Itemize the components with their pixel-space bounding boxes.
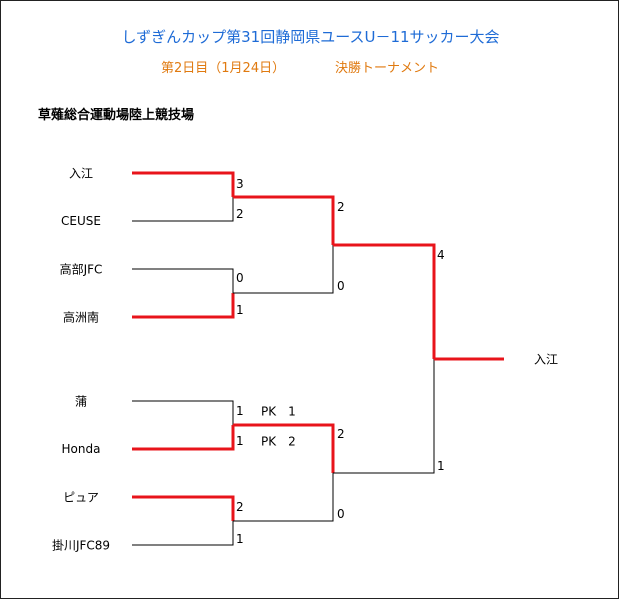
score-label: 2 — [337, 200, 345, 214]
score-label: 3 — [236, 177, 244, 191]
bracket-line-team-3 — [132, 268, 234, 293]
score-label: 0 — [236, 271, 244, 285]
team-name: CEUSE — [61, 214, 101, 228]
team-name: 掛川JFC89 — [51, 538, 111, 553]
bracket-line-semi-3 — [233, 423, 335, 473]
bracket-line-team-4 — [132, 293, 235, 319]
tournament-title: しずぎんカップ第31回静岡県ユースU－11サッカー大会 — [121, 28, 500, 46]
venue-name: 草薙総合運動場陸上競技場 — [38, 108, 195, 123]
bracket-line-team-8 — [132, 521, 234, 546]
team-name: Honda — [61, 442, 101, 456]
bracket-line-team-5 — [132, 400, 234, 425]
bracket-line-final-2 — [333, 359, 435, 474]
tournament-subtitle: 第2日目（1月24日） — [161, 61, 286, 76]
bracket-line-semi-4 — [233, 473, 334, 522]
bracket-line-final-1 — [333, 243, 436, 359]
score-label: 2 — [337, 427, 345, 441]
pk-label: PK 1 — [261, 404, 296, 419]
score-label: 0 — [337, 279, 345, 293]
bracket-line-team-7 — [132, 495, 235, 521]
score-label: 1 — [236, 532, 244, 546]
score-label: 1 — [236, 303, 244, 317]
bracket-line-team-1 — [132, 171, 235, 197]
score-label: 0 — [337, 507, 345, 521]
bracket-line-team-6 — [132, 425, 235, 451]
score-label: 1 — [236, 404, 244, 418]
bracket-line-semi-2 — [233, 245, 334, 294]
score-label: 1 — [437, 459, 445, 473]
champion-name: 入江 — [534, 352, 559, 367]
score-label: 2 — [236, 207, 244, 221]
bracket-line-semi-1 — [233, 195, 335, 245]
score-label: 1 — [236, 434, 244, 448]
bracket-line-team-2 — [132, 197, 234, 222]
team-name: 入江 — [68, 166, 93, 181]
tournament-stage: 決勝トーナメント — [335, 61, 440, 76]
team-name: 高洲南 — [62, 310, 99, 325]
pk-label: PK 2 — [261, 434, 296, 449]
score-label: 4 — [437, 248, 445, 262]
team-name: ピュア — [63, 490, 99, 505]
team-name: 高部JFC — [59, 262, 103, 277]
team-name: 蒲 — [74, 394, 87, 409]
score-label: 2 — [236, 500, 244, 514]
